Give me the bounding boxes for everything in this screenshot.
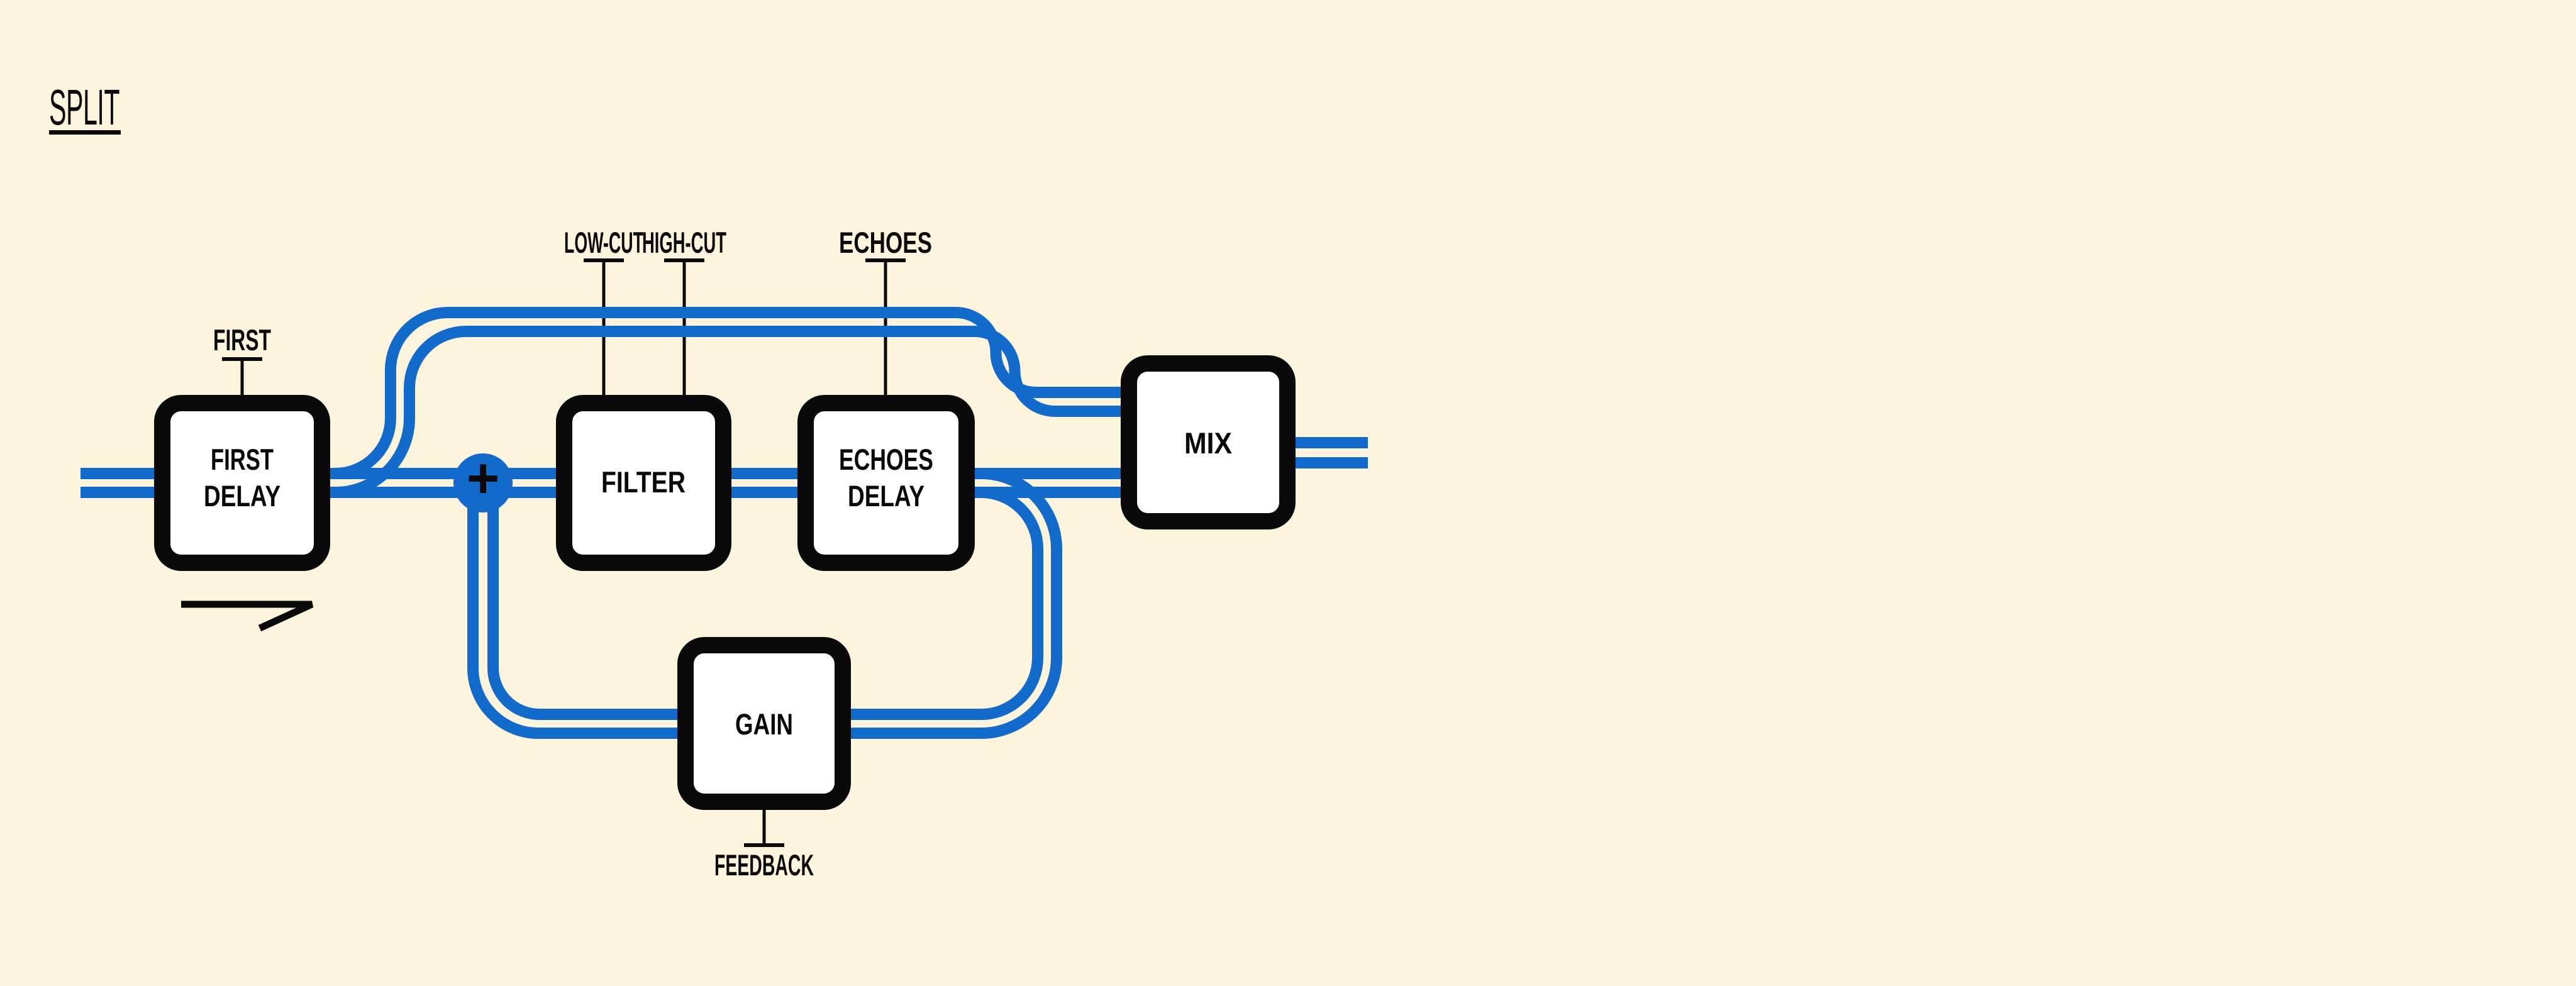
delay-arrow-icon: [181, 601, 314, 632]
mix-block: [1121, 355, 1296, 529]
wire-feedback-return-outer: [467, 497, 677, 739]
feedback-param-label: FEEDBACK: [714, 848, 814, 882]
high-cut-param-label: HIGH-CUT: [642, 226, 726, 259]
page-title-underline: [49, 130, 121, 135]
gain-label: GAIN: [735, 707, 793, 741]
block-labels: FIRST DELAY FILTER ECHOES DELAY MIX GAIN: [204, 426, 1232, 741]
mix-label: MIX: [1184, 426, 1232, 460]
parameter-labels: FIRST LOW-CUT HIGH-CUT ECHOES FEEDBACK: [213, 226, 932, 882]
sum-node: +: [453, 447, 513, 512]
wire-feedback-down-inner: [851, 487, 1043, 720]
first-delay-label-line1: FIRST: [211, 443, 274, 476]
filter-label: FILTER: [601, 465, 686, 499]
echoes-param-label: ECHOES: [839, 226, 932, 259]
echoes-delay-label-line1: ECHOES: [839, 443, 933, 476]
page-title: SPLIT: [49, 79, 119, 135]
echoes-delay-block: [797, 395, 975, 571]
first-delay-label-line2: DELAY: [204, 479, 280, 512]
block-boxes: [154, 355, 1296, 810]
wire-bypass-inner: [335, 326, 1121, 498]
echoes-delay-label-line2: DELAY: [848, 479, 924, 512]
first-param-label: FIRST: [213, 323, 271, 357]
wire-feedback-down-outer: [851, 468, 1062, 739]
gain-block: [677, 637, 851, 810]
low-cut-param-label: LOW-CUT: [564, 226, 643, 259]
first-delay-block: [154, 395, 330, 571]
filter-block: [556, 395, 731, 571]
wire-bypass-outer: [335, 307, 1121, 479]
wire-feedback-return-inner: [487, 497, 677, 720]
plus-icon: +: [467, 447, 500, 510]
sum-node-circle: [453, 453, 513, 512]
